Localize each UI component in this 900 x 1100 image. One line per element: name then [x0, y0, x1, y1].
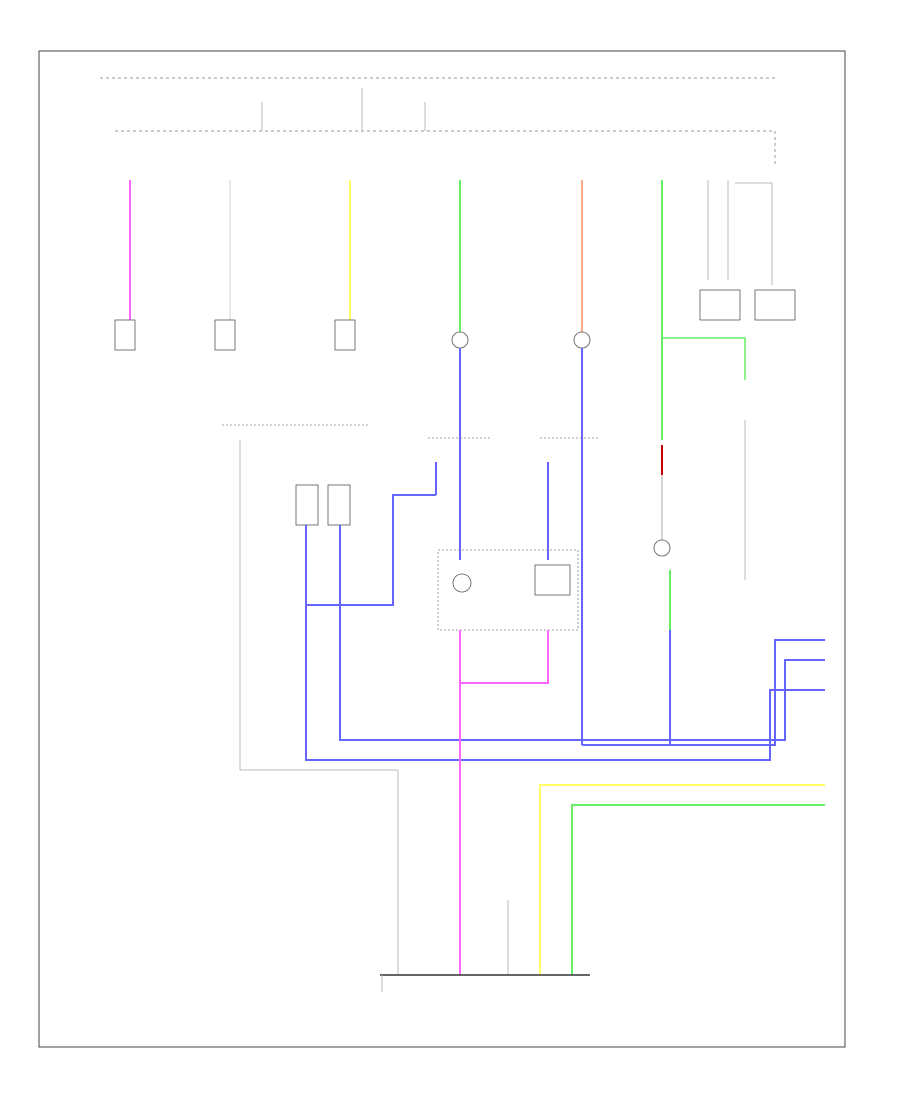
switch-left-front [114, 319, 136, 351]
door-switch-2 [327, 484, 351, 526]
wire-white-left [239, 440, 398, 771]
switch-right-front [214, 319, 236, 351]
lamp-right-front [451, 331, 469, 349]
lamp-right-rear [653, 539, 671, 557]
diagram-frame [38, 50, 846, 1048]
indicator-module [534, 564, 571, 596]
wire-green-branch [662, 337, 746, 380]
wire-green-lower2 [571, 804, 825, 975]
relay-box [699, 289, 741, 321]
lamp-module [452, 573, 472, 593]
switch-trunk [334, 319, 356, 351]
wire-blue-ds1 [305, 525, 825, 761]
door-switch-1 [295, 484, 319, 526]
sensor-box [754, 289, 796, 321]
wire-pink-branch [460, 630, 549, 684]
control-module-dash [437, 549, 579, 631]
wire-gray-tr3 [735, 182, 773, 285]
wire-yellow-lower [539, 784, 825, 975]
lamp-left-front [573, 331, 591, 349]
wire-blue-right [582, 639, 825, 746]
wire-blue-loop [306, 494, 436, 606]
wire-blue-ds2 [339, 525, 825, 741]
